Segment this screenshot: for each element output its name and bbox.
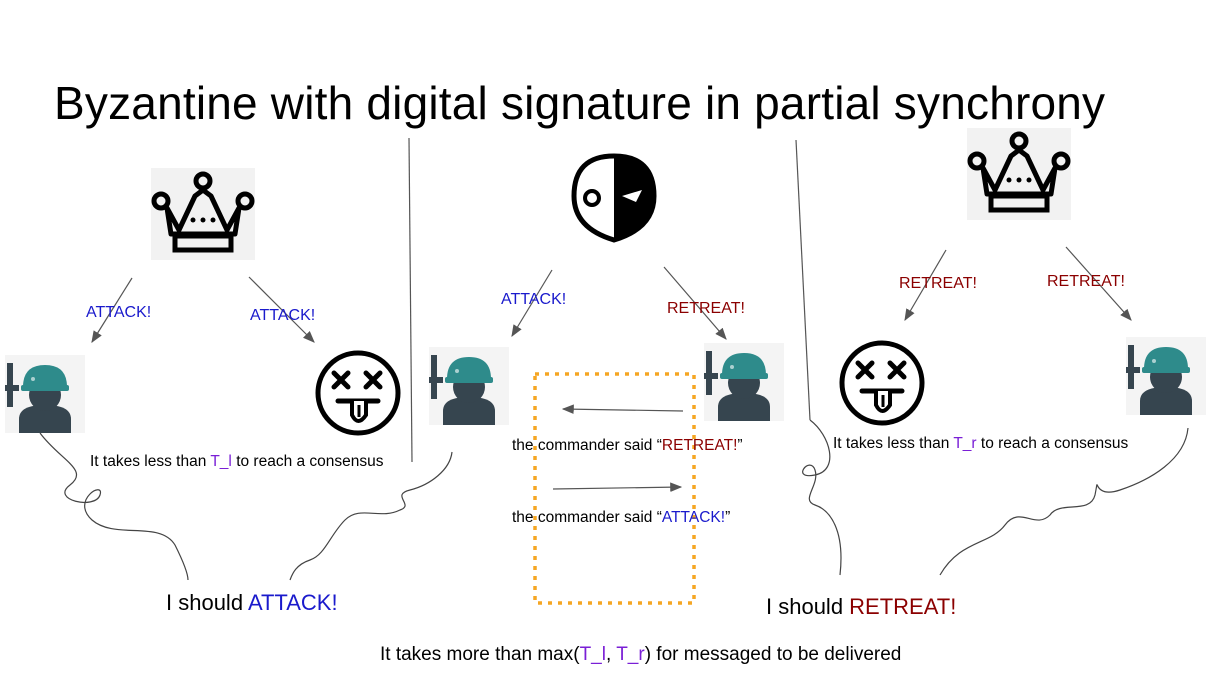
- message-label-right: RETREAT!: [1047, 273, 1125, 290]
- dizzy-face-icon: [842, 343, 922, 423]
- arrow-relay-right-to-left: [561, 404, 684, 414]
- arrow-traitor-to-left-general: [511, 269, 553, 338]
- relay-message-attack: the commander said “ATTACK!”: [512, 509, 731, 526]
- divider-right: [795, 139, 811, 421]
- arrow-traitor-to-right-general: [663, 266, 727, 340]
- squiggle-middle-right-general: [802, 419, 842, 576]
- soldier-icon: [1126, 337, 1206, 415]
- squiggle-middle-left-general: [289, 451, 453, 581]
- squiggle-left-general: [39, 432, 189, 581]
- message-label-right: ATTACK!: [250, 307, 316, 324]
- arrow-commander-to-left-general: [91, 277, 133, 344]
- message-label-right: RETREAT!: [667, 300, 745, 317]
- delivery-delay-box: [533, 372, 696, 605]
- consensus-note-right: It takes less than T_r to reach a consen…: [833, 435, 1129, 452]
- traitor-mask-icon: [571, 153, 657, 243]
- consensus-note-left: It takes less than T_l to reach a consen…: [90, 453, 384, 470]
- message-label-left: ATTACK!: [86, 304, 152, 321]
- crown-icon: [151, 168, 255, 260]
- message-label-left: ATTACK!: [501, 291, 567, 308]
- decision-left: I should ATTACK!: [166, 590, 338, 615]
- soldier-icon: [429, 347, 509, 425]
- soldier-icon: [5, 355, 85, 433]
- page-title: Byzantine with digital signature in part…: [54, 77, 1106, 129]
- message-label-left: RETREAT!: [899, 275, 977, 292]
- arrow-commander-to-left-general: [904, 249, 947, 322]
- decision-right: I should RETREAT!: [766, 594, 957, 619]
- squiggle-right-general: [939, 427, 1189, 576]
- arrow-relay-left-to-right: [552, 482, 683, 492]
- soldier-icon: [704, 343, 784, 421]
- arrow-commander-to-right-general: [248, 276, 315, 343]
- arrow-commander-to-right-general: [1065, 246, 1132, 321]
- crown-icon: [967, 128, 1071, 220]
- relay-message-retreat: the commander said “RETREAT!”: [512, 437, 743, 454]
- dizzy-face-icon: [318, 353, 398, 433]
- delivery-delay-note: It takes more than max(T_l, T_r) for mes…: [380, 644, 902, 665]
- divider-left: [408, 137, 413, 463]
